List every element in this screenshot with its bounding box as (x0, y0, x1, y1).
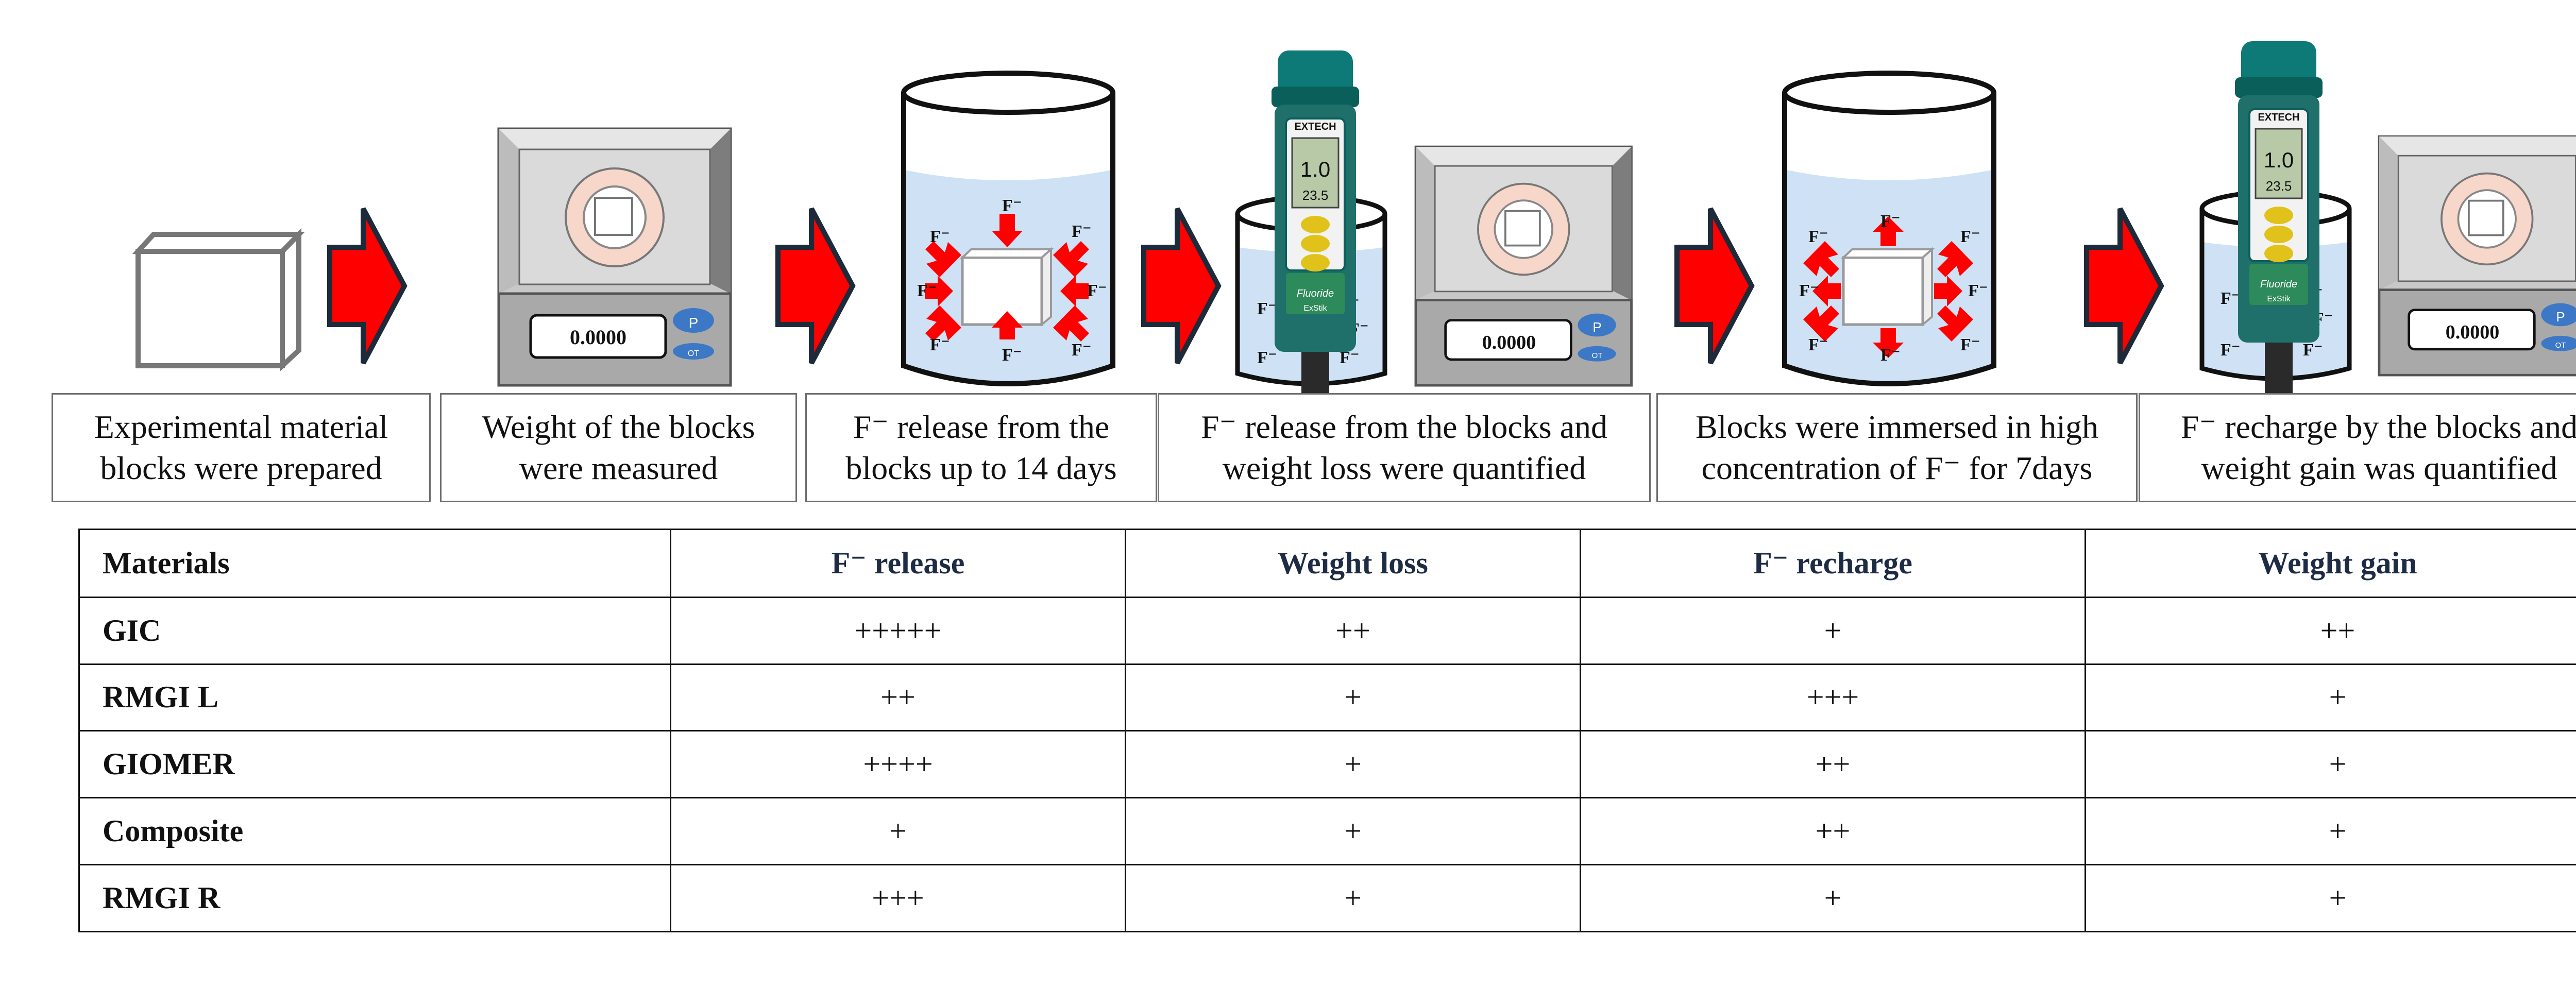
f-recharge-value: ++ (1580, 797, 2086, 866)
f-release-value: ++ (670, 663, 1126, 732)
svg-text:F⁻: F⁻ (1808, 335, 1828, 354)
header-weight-gain: Weight gain (2084, 529, 2576, 598)
svg-text:F⁻: F⁻ (930, 335, 950, 354)
svg-text:23.5: 23.5 (1302, 188, 1329, 203)
material-name: GIC (78, 596, 671, 665)
svg-text:F⁻: F⁻ (917, 281, 937, 300)
f-recharge-value: + (1580, 864, 2086, 932)
weight-gain-value: + (2084, 730, 2576, 799)
weight-gain-value: + (2084, 864, 2576, 932)
svg-text:OT: OT (1592, 351, 1603, 360)
svg-text:ExStik: ExStik (1303, 304, 1327, 313)
table-header-row: Materials F⁻ release Weight loss F⁻ rech… (78, 529, 2576, 598)
beaker-meter-icon: F⁻ F⁻ F⁻ F⁻ F⁻ F⁻ EXTECH 1.0 23.5 Fluori… (2199, 40, 2352, 409)
process-arrow-icon (778, 209, 853, 363)
weight-gain-value: + (2084, 663, 2576, 732)
balance-icon: 0.0000 P OT (1416, 147, 1632, 385)
weight-gain-value: ++ (2084, 596, 2576, 665)
process-arrow-icon (1677, 209, 1752, 363)
header-f-recharge: F⁻ recharge (1580, 529, 2086, 598)
svg-text:OT: OT (2555, 341, 2566, 350)
svg-text:F⁻: F⁻ (1880, 212, 1901, 231)
svg-text:1.0: 1.0 (1300, 157, 1330, 181)
svg-text:F⁻: F⁻ (1880, 346, 1901, 365)
svg-text:ExStik: ExStik (2267, 295, 2291, 303)
balance-icon: 0.0000 P OT (2379, 137, 2576, 375)
svg-text:F⁻: F⁻ (1087, 281, 1107, 300)
svg-text:P: P (689, 315, 699, 331)
material-name: RMGI R (78, 864, 671, 932)
f-recharge-value: ++ (1580, 730, 2086, 799)
svg-text:0.0000: 0.0000 (1482, 332, 1536, 353)
svg-text:OT: OT (688, 349, 699, 358)
f-release-value: +++ (670, 864, 1126, 932)
svg-text:0.0000: 0.0000 (570, 326, 626, 349)
svg-text:F⁻: F⁻ (1257, 348, 1277, 367)
results-table: Materials F⁻ release Weight loss F⁻ rech… (78, 529, 2576, 932)
svg-text:F⁻: F⁻ (1960, 335, 1980, 354)
f-release-value: +++++ (670, 596, 1126, 665)
weight-gain-value: + (2084, 797, 2576, 866)
svg-text:F⁻: F⁻ (1257, 299, 1277, 318)
process-arrow-icon (330, 209, 404, 363)
svg-text:P: P (1592, 319, 1601, 335)
balance-icon: 0.0000 P OT (499, 129, 731, 385)
table-row: GIC +++++ ++ + ++ (78, 596, 2576, 665)
table-row: GIOMER ++++ + ++ + (78, 730, 2576, 799)
weight-loss-value: + (1125, 730, 1581, 799)
svg-text:Fluoride: Fluoride (1297, 288, 1334, 299)
table-row: RMGI L ++ + +++ + (78, 663, 2576, 732)
svg-text:F⁻: F⁻ (1799, 281, 1819, 300)
svg-text:F⁻: F⁻ (1960, 227, 1980, 246)
weight-loss-value: ++ (1125, 596, 1581, 665)
svg-text:F⁻: F⁻ (1968, 281, 1988, 300)
beaker-release-icon: F⁻ F⁻ F⁻ F⁻ F⁻ F⁻ F⁻ F⁻ (901, 71, 1115, 386)
f-recharge-value: + (1580, 596, 2086, 665)
header-f-release: F⁻ release (670, 529, 1126, 598)
svg-text:F⁻: F⁻ (1808, 227, 1828, 246)
process-arrow-icon (1144, 209, 1218, 363)
beaker-recharge-icon: F⁻ F⁻ F⁻ F⁻ F⁻ F⁻ F⁻ F⁻ (1782, 71, 1996, 386)
svg-text:0.0000: 0.0000 (2446, 321, 2500, 343)
svg-text:F⁻: F⁻ (1002, 196, 1022, 215)
svg-text:F⁻: F⁻ (1072, 222, 1092, 241)
material-name: Composite (78, 797, 671, 866)
material-name: RMGI L (78, 663, 671, 732)
material-block-icon (132, 228, 305, 372)
svg-text:F⁻: F⁻ (1072, 341, 1092, 360)
table-row: RMGI R +++ + + + (78, 864, 2576, 932)
svg-text:Fluoride: Fluoride (2260, 279, 2297, 290)
process-arrow-icon (2087, 209, 2161, 363)
svg-text:23.5: 23.5 (2266, 178, 2292, 194)
header-weight-loss: Weight loss (1125, 529, 1581, 598)
svg-text:P: P (2556, 309, 2565, 325)
f-recharge-value: +++ (1580, 663, 2086, 732)
svg-text:EXTECH: EXTECH (2258, 112, 2299, 123)
table-row: Composite + + ++ + (78, 797, 2576, 866)
weight-loss-value: + (1125, 864, 1581, 932)
svg-text:F⁻: F⁻ (2303, 341, 2323, 360)
weight-loss-value: + (1125, 797, 1581, 866)
svg-text:EXTECH: EXTECH (1294, 121, 1336, 132)
svg-text:F⁻: F⁻ (2221, 289, 2241, 308)
svg-text:F⁻: F⁻ (1002, 346, 1022, 365)
svg-text:F⁻: F⁻ (2221, 341, 2241, 360)
beaker-meter-icon: F⁻ F⁻ F⁻ F⁻ F⁻ F⁻ EXTECH 1.0 23.5 Fluori… (1235, 49, 1387, 418)
f-release-value: + (670, 797, 1126, 866)
f-release-value: ++++ (670, 730, 1126, 799)
svg-text:F⁻: F⁻ (930, 227, 950, 246)
svg-text:1.0: 1.0 (2264, 148, 2294, 172)
header-materials: Materials (78, 529, 671, 598)
weight-loss-value: + (1125, 663, 1581, 732)
material-name: GIOMER (78, 730, 671, 799)
